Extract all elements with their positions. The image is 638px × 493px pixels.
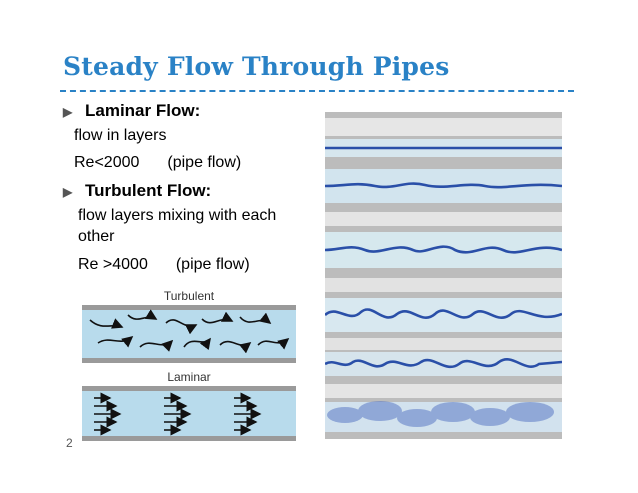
turbulent-note: (pipe flow) (175, 256, 250, 273)
flow-diagram: Turbulent Laminar (82, 289, 296, 441)
bullet-turbulent: ▶ Turbulent Flow: (63, 181, 211, 201)
diagram-laminar-label: Laminar (167, 370, 210, 384)
turbulent-heading: Turbulent Flow: (85, 181, 212, 200)
laminar-description: flow in layers (74, 127, 167, 144)
turbulent-description-1: flow layers mixing with each (78, 207, 277, 224)
turbulent-description-2: other (78, 228, 115, 245)
laminar-heading: Laminar Flow: (85, 101, 201, 120)
triangle-right-icon: ▶ (63, 185, 73, 199)
reynolds-experiment-photo (325, 112, 562, 439)
laminar-re-value: Re<2000 (74, 154, 140, 171)
laminar-reynolds: Re<2000 (pipe flow) (74, 154, 241, 172)
turbulent-reynolds: Re >4000 (pipe flow) (78, 256, 250, 274)
slide-title: Steady Flow Through Pipes (63, 52, 450, 81)
turbulent-re-value: Re >4000 (78, 256, 148, 273)
triangle-right-icon: ▶ (63, 105, 73, 119)
diagram-turbulent-label: Turbulent (164, 289, 215, 303)
pipe-stripes (325, 118, 562, 432)
laminar-flow-arrows (94, 392, 262, 436)
dye-streaks (325, 146, 562, 369)
laminar-pipe (82, 386, 296, 441)
laminar-note: (pipe flow) (167, 154, 242, 171)
turbulent-mixing-cloud (327, 401, 554, 427)
bullet-laminar: ▶ Laminar Flow: (63, 101, 200, 121)
turbulent-pipe (82, 305, 296, 363)
turbulent-flow-arrows (89, 309, 290, 354)
page-number: 2 (66, 436, 73, 450)
title-divider (60, 90, 574, 92)
